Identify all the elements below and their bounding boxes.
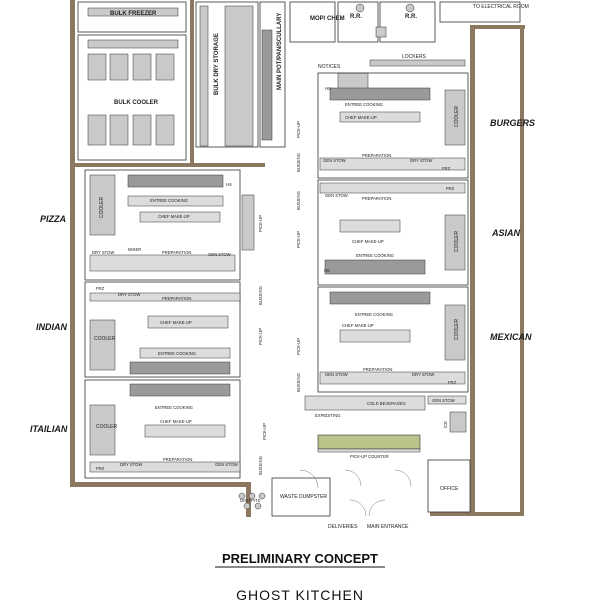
deliveries-label: DELIVERIES (328, 524, 358, 530)
burgers-frz-label: FRZ (442, 166, 451, 171)
italian-pickup-label: PICK-UP (262, 423, 267, 440)
asian-frz-label: FRZ (446, 186, 455, 191)
italian-chef-label: CHEF MAKE-UP (160, 419, 192, 424)
gen-stow-front-label: GEN STOW (432, 398, 455, 403)
asian-pickup-label: PICK-UP (296, 231, 301, 248)
pizza-pickup-label: PICK-UP (258, 215, 263, 232)
section-italian: ITAILIAN (30, 424, 68, 434)
lockers-label: LOCKERS (402, 54, 427, 60)
italian-gen-stow-label: GEN STOW (215, 462, 238, 467)
main-pot-pan-label: MAIN POT/PAN/SCULLARY (277, 13, 283, 90)
indian-entree-label: ENTREE COOKING (158, 351, 196, 356)
asian-bussing-label: BUSSING (296, 191, 301, 210)
burgers-hs-label: HS (325, 86, 331, 91)
outer-walls (70, 0, 525, 517)
italian-frz-label: FRZ (96, 466, 105, 471)
caption: PRELIMINARY CONCEPT (222, 551, 378, 566)
kitchen-mexican: ENTREE COOKING COOLER CHEF MAKE-UP GEN S… (296, 286, 469, 393)
asian-hs-label: HS (324, 268, 330, 273)
restroom-2-label: R.R. (405, 14, 417, 20)
subtitle: GHOST KITCHEN (236, 587, 364, 600)
office-label: OFFICE (440, 486, 459, 492)
asian-chef-label: CHEF MAKE-UP (352, 239, 384, 244)
kitchen-burgers: COOLER ENTREE COOKING CHEF MAKE-UP GEN S… (296, 72, 469, 179)
burgers-bussing-label: BUSSING (296, 153, 301, 172)
pizza-mixer-label: MIXER (128, 247, 141, 252)
burgers-gen-stow-label: GEN STOW (323, 158, 346, 163)
mop-chem-label: MOP/ CHEM (310, 16, 345, 22)
pizza-hs-label: HS (226, 182, 232, 187)
burgers-chef-label: CHEF MAKE-UP (345, 115, 377, 120)
mexican-chef-label: CHEF MAKE-UP (342, 323, 374, 328)
restroom-1-label: R.R. (350, 14, 362, 20)
pizza-gen-stow-label: GEN STOW (208, 252, 231, 257)
burgers-dry-stow-label: DRY STOW (410, 158, 432, 163)
expediting-area: COLD BEVERAGES EXPEDITING GEN STOW ICE P… (304, 395, 467, 459)
kitchen-indian: FRZ DRY STOW PREPARATION COOLER CHEF MAK… (84, 281, 263, 378)
bulk-storage-block: BULK FREEZER BULK COOLER (77, 1, 187, 161)
section-mexican: MEXICAN (490, 332, 532, 342)
notices-label: NOTICES (318, 64, 341, 70)
electrical-room-label: TO ELECTRICAL ROOM (473, 4, 529, 10)
waste-dumpster-label: WASTE DUMPSTER (280, 494, 327, 500)
service-rooms: MOP/ CHEM R.R. R.R. TO ELECTRICAL ROOM (289, 1, 529, 43)
pizza-prep-label: PREPARATION (162, 250, 191, 255)
kitchen-italian: ENTREE COOKING COOLER CHEF MAKE-UP FRZ D… (84, 379, 267, 479)
section-pizza: PIZZA (40, 214, 66, 224)
section-burgers: BURGERS (490, 118, 535, 128)
front-area: OFFICE WASTE DUMPSTER DELIVERIES MAIN EN… (238, 459, 471, 530)
kitchen-pizza: COOLER ENTREE COOKING CHEF MAKE-UP MIXER… (84, 169, 263, 281)
mexican-prep-label: PREPARATION (363, 367, 392, 372)
main-entrance-label: MAIN ENTRANCE (367, 524, 409, 530)
expediting-label: EXPEDITING (315, 413, 340, 418)
asian-cooler-label: COOLER (454, 230, 460, 252)
section-indian: INDIAN (36, 322, 67, 332)
pizza-dry-stow-label: DRY STOW (92, 250, 114, 255)
asian-entree-label: ENTREE COOKING (356, 253, 394, 258)
burgers-entree-label: ENTREE COOKING (345, 102, 383, 107)
bulk-dry-storage-label: BULK DRY STORAGE (214, 33, 220, 95)
mexican-gen-stow-label: GEN STOW (325, 372, 348, 377)
cold-beverages-label: COLD BEVERAGES (367, 401, 406, 406)
italian-prep-label: PREPARATION (163, 457, 192, 462)
mexican-dry-stow-label: DRY STOW (412, 372, 434, 377)
indian-prep-label: PREPARATION (162, 296, 191, 301)
pizza-entree-label: ENTREE COOKING (150, 198, 188, 203)
burgers-cooler-label: COOLER (454, 105, 460, 127)
pickup-counter-top (317, 434, 421, 450)
bulk-freezer-label: BULK FREEZER (110, 11, 157, 17)
indian-pickup-label: PICK-UP (258, 328, 263, 345)
pizza-chef-label: CHEF MAKE-UP (158, 214, 190, 219)
mexican-frz-label: FRZ (448, 380, 457, 385)
asian-prep-label: PREPARATION (362, 196, 391, 201)
burgers-pickup-label: PICK-UP (296, 121, 301, 138)
indian-cooler-label: COOLER (94, 336, 116, 342)
indian-bussing-label: BUSSING (258, 286, 263, 305)
lockers (369, 59, 466, 67)
italian-entree-label: ENTREE COOKING (155, 405, 193, 410)
mexican-bussing-label: BUSSING (296, 373, 301, 392)
bulk-cooler-label: BULK COOLER (114, 100, 159, 106)
dish-pits-label: DISH PITS (240, 498, 261, 503)
asian-gen-stow-label: GEN STOW (325, 193, 348, 198)
italian-bussing-label: BUSSING (258, 456, 263, 475)
burgers-prep-label: PREPARATION (362, 153, 391, 158)
mexican-cooler-label: COOLER (454, 318, 460, 340)
section-asian: ASIAN (491, 228, 521, 238)
pickup-counter-label: PICK-UP COUNTER (350, 454, 389, 459)
mexican-entree-label: ENTREE COOKING (355, 312, 393, 317)
italian-cooler-label: COOLER (96, 424, 118, 430)
kitchen-asian: GEN STOW PREPARATION FRZ COOLER CHEF MAK… (296, 179, 469, 286)
indian-dry-stow-label: DRY STOW (118, 292, 140, 297)
dry-storage-block: BULK DRY STORAGE MAIN POT/PAN/SCULLARY (195, 1, 286, 148)
indian-chef-label: CHEF MAKE-UP (160, 320, 192, 325)
mexican-pickup-label: PICK-UP (296, 338, 301, 355)
pizza-cooler-label: COOLER (99, 196, 105, 218)
ice-label: ICE (443, 421, 448, 428)
indian-frz-label: FRZ (96, 286, 105, 291)
italian-dry-stow-label: DRY STOW (120, 462, 142, 467)
